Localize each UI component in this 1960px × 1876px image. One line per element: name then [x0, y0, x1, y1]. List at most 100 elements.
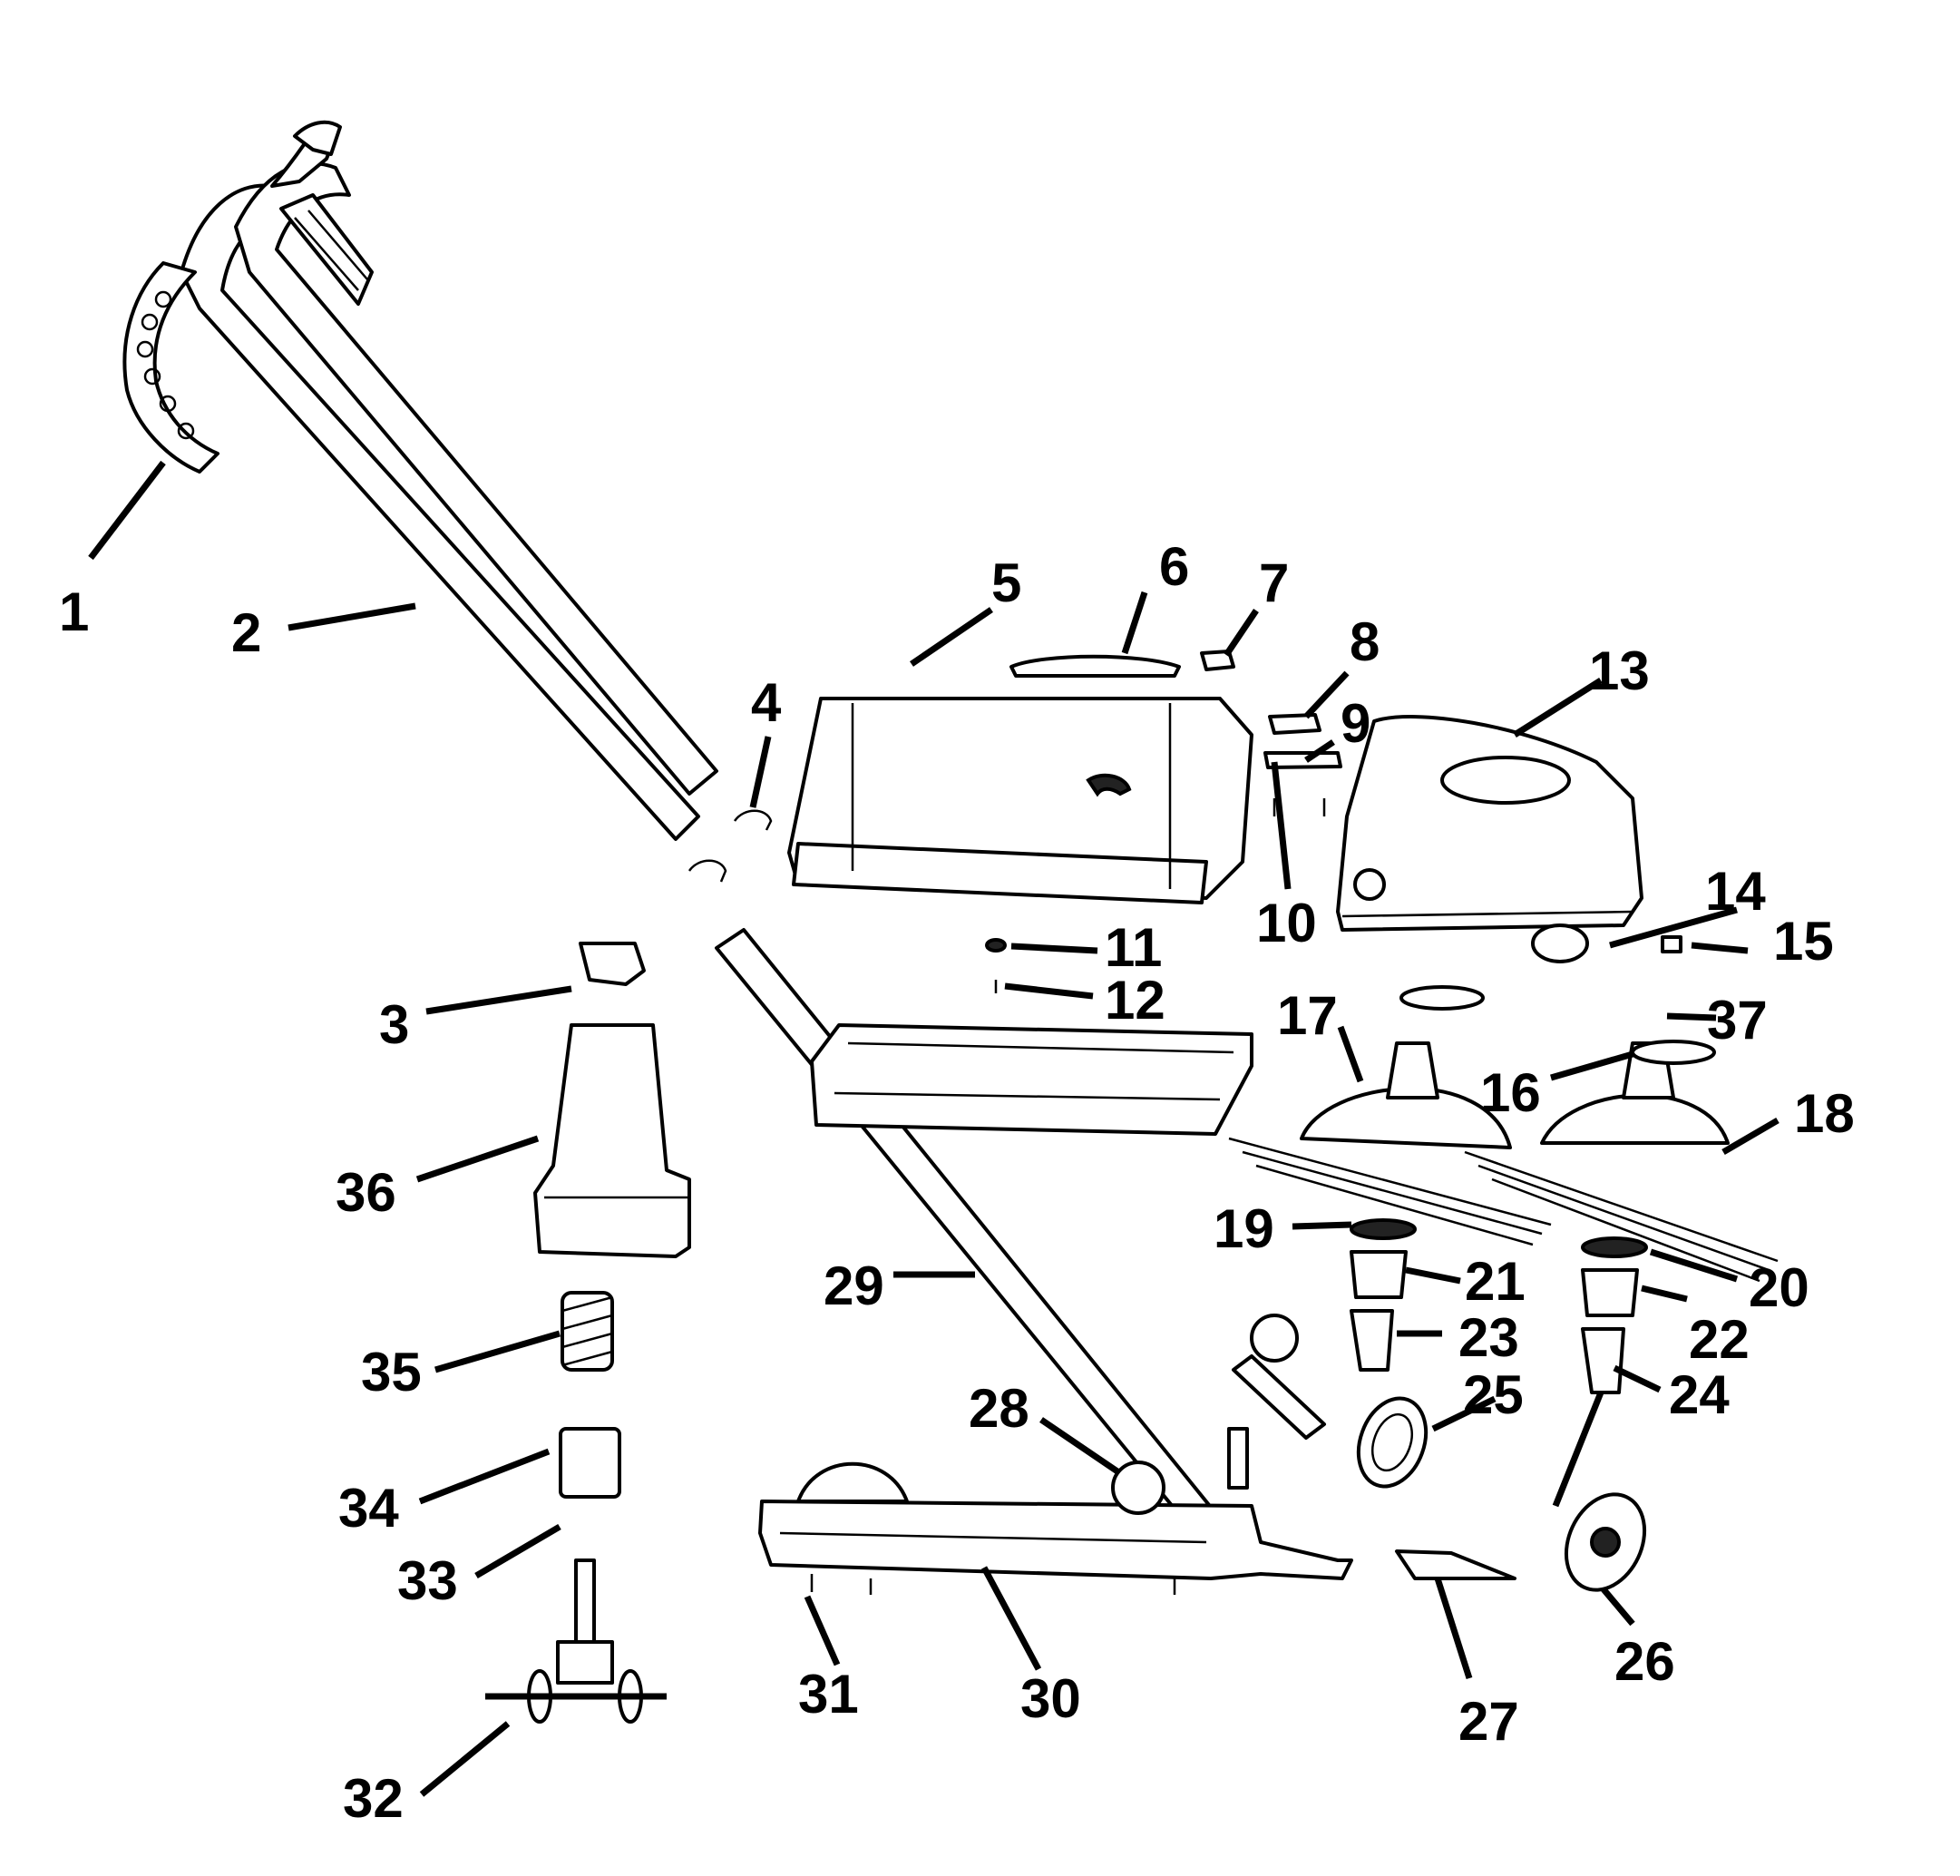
callout-29: 29: [824, 1256, 884, 1316]
hub-ring: [1350, 1218, 1417, 1240]
callout-11: 11: [1105, 917, 1162, 978]
leader-line-21: [1405, 1266, 1461, 1285]
leader-line-25: [1431, 1395, 1497, 1432]
pivot-clip: [733, 809, 773, 831]
callout-5: 5: [991, 552, 1021, 613]
callout-35: 35: [361, 1342, 422, 1402]
leader-line-17: [1337, 1025, 1364, 1083]
callout-33: 33: [397, 1550, 458, 1611]
callout-23: 23: [1458, 1307, 1519, 1368]
leader-line-30: [980, 1566, 1042, 1671]
callout-26: 26: [1614, 1631, 1675, 1692]
leader-line-27: [1434, 1577, 1473, 1680]
callout-7: 7: [1259, 552, 1289, 613]
callout-9: 9: [1341, 693, 1370, 754]
callout-18: 18: [1794, 1083, 1855, 1144]
callout-25: 25: [1463, 1364, 1524, 1425]
leader-line-8: [1303, 670, 1350, 719]
callout-15: 15: [1773, 911, 1834, 972]
shaft-rod: [1552, 1391, 1604, 1508]
leader-line-6: [1121, 591, 1148, 655]
brush-hub: [1581, 1268, 1639, 1317]
nut: [985, 938, 1007, 953]
leader-line-31: [804, 1595, 841, 1666]
leader-line-34: [418, 1448, 551, 1505]
callout-3: 3: [379, 994, 409, 1055]
adjuster-knob: [1250, 1314, 1299, 1363]
screw: [810, 1574, 1176, 1595]
post-housing: [533, 1023, 691, 1258]
bracket: [1268, 713, 1321, 735]
callout-14: 14: [1705, 861, 1766, 922]
leader-line-2: [288, 602, 416, 631]
leader-line-22: [1641, 1285, 1688, 1303]
part-drawings: [122, 120, 1779, 1724]
callout-30: 30: [1020, 1668, 1081, 1729]
callout-32: 32: [343, 1768, 404, 1829]
leader-line-15: [1691, 942, 1749, 954]
handle-tubes: [180, 120, 718, 841]
leader-line-12: [1004, 982, 1094, 1000]
pivot-clip: [687, 859, 727, 883]
leader-line-1: [88, 460, 166, 561]
motor-cover: [1336, 715, 1643, 932]
callout-labels: 1 2 3 4 5 6 7 8 9 10 11 12 13 14 15 16 1…: [59, 536, 1855, 1829]
callout-36: 36: [336, 1162, 396, 1223]
leader-line-32: [419, 1721, 511, 1797]
callout-24: 24: [1669, 1364, 1730, 1425]
leader-line-28: [1039, 1417, 1119, 1474]
hub-ring: [1581, 1236, 1648, 1258]
callout-27: 27: [1458, 1691, 1519, 1752]
callout-2: 2: [231, 602, 261, 663]
callout-34: 34: [338, 1478, 399, 1539]
height-knob: [1111, 1461, 1165, 1515]
bushing: [559, 1427, 621, 1499]
callout-8: 8: [1350, 611, 1380, 672]
brush-hub: [1350, 1250, 1408, 1299]
leader-lines: [88, 460, 1780, 1797]
callout-6: 6: [1159, 536, 1189, 597]
drive-shaft: [1581, 1327, 1625, 1394]
leader-line-26: [1601, 1587, 1635, 1627]
callout-12: 12: [1105, 970, 1165, 1031]
callout-20: 20: [1749, 1257, 1809, 1318]
leader-line-18: [1721, 1117, 1780, 1156]
caster: [485, 1558, 667, 1724]
callout-16: 16: [1480, 1062, 1541, 1123]
latch: [1200, 650, 1235, 671]
leader-line-9: [1304, 739, 1335, 763]
right-side-brush: [1464, 1040, 1779, 1283]
leader-line-36: [415, 1135, 540, 1183]
leader-line-7: [1224, 609, 1259, 657]
leader-line-33: [474, 1523, 561, 1579]
callout-1: 1: [59, 581, 89, 642]
left-side-brush: [1228, 985, 1552, 1246]
leader-line-24: [1613, 1364, 1662, 1393]
scraper: [1395, 1549, 1516, 1580]
drive-wheel-left: [1356, 1396, 1429, 1489]
callout-21: 21: [1465, 1251, 1526, 1312]
callout-19: 19: [1214, 1198, 1274, 1259]
handle-lock: [579, 942, 646, 986]
callout-10: 10: [1256, 893, 1317, 953]
leader-line-11: [1010, 943, 1098, 954]
drive-wheel-right: [1564, 1492, 1647, 1592]
base-chassis: [758, 1427, 1353, 1580]
leader-line-35: [434, 1330, 561, 1373]
leader-line-14: [1609, 906, 1738, 949]
callout-37: 37: [1707, 990, 1768, 1050]
linkage-arm: [1232, 1354, 1326, 1440]
leader-line-37: [1666, 1012, 1717, 1021]
leader-line-4: [749, 736, 772, 808]
leader-line-20: [1649, 1248, 1739, 1283]
callout-13: 13: [1589, 640, 1650, 701]
callout-31: 31: [798, 1664, 859, 1725]
leader-line-10: [1271, 761, 1292, 890]
leader-line-3: [425, 985, 572, 1015]
left-grip: [122, 261, 219, 474]
cap: [1661, 935, 1682, 953]
leader-line-16: [1550, 1050, 1633, 1081]
hopper-lid: [787, 697, 1253, 904]
bearing: [1531, 923, 1589, 963]
